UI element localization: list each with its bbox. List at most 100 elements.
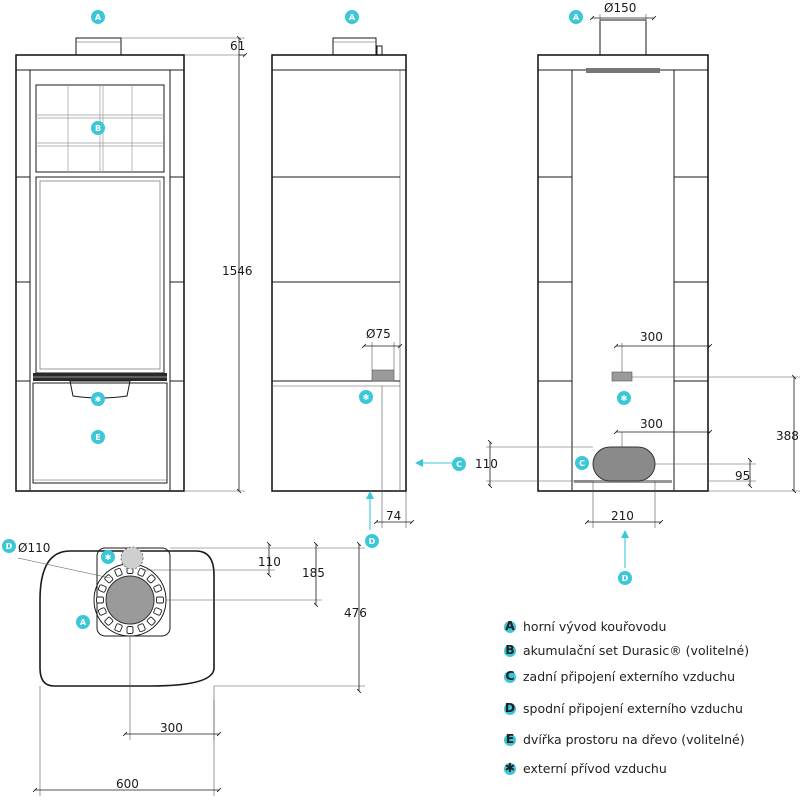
flue-ring-hole (153, 607, 163, 616)
dim-top-depth: 476 (344, 606, 367, 620)
flue-ring-hole (104, 574, 114, 584)
marker-a-side: A (345, 10, 359, 24)
svg-text:A: A (95, 13, 102, 22)
dim-total-height: 1546 (222, 264, 253, 278)
front-body-outline (15, 54, 185, 492)
rear-body-outline (537, 54, 709, 492)
dim-top-air-diameter: Ø110 (18, 541, 50, 555)
marker-star-rear: ✱ (617, 391, 631, 405)
front-flue-pipe (75, 37, 122, 56)
dim-rear-air-opening-bottom: 95 (735, 469, 750, 483)
dim-flue-center-offset: 185 (302, 566, 325, 580)
rear-air-inlet (611, 371, 633, 382)
svg-text:D: D (505, 700, 515, 715)
wood-store-door (32, 382, 168, 484)
dim-rear-air-offset-bottom: 300 (640, 417, 663, 431)
top-air-inlet (120, 546, 144, 570)
side-flue-pipe (332, 37, 377, 56)
top-body-outline (39, 550, 215, 687)
flue-ring-hole (137, 567, 146, 577)
dim-rear-air-opening-width: 210 (611, 509, 634, 523)
legend-text-d: spodní připojení externího vzduchu (523, 701, 743, 716)
air-arrows (366, 459, 629, 568)
svg-text:C: C (505, 668, 514, 683)
svg-text:C: C (579, 459, 585, 468)
svg-text:B: B (505, 642, 515, 657)
firebox-door (35, 176, 165, 374)
svg-text:A: A (80, 618, 87, 627)
flue-ring-hole (97, 584, 107, 593)
marker-c-rear: C (575, 456, 589, 470)
legend-text-star: externí přívod vzduchu (523, 761, 667, 776)
dim-rear-air-offset-top: 300 (640, 330, 663, 344)
dim-top-width: 600 (116, 777, 139, 791)
side-view: Ø75 74 (271, 37, 415, 528)
flue-ring-hole (104, 616, 114, 626)
legend-item-star: ✱ externí přívod vzduchu (504, 760, 667, 776)
dim-top-air-offset: 110 (258, 555, 281, 569)
svg-text:D: D (369, 537, 376, 546)
dim-rear-air-height: 388 (776, 429, 799, 443)
front-view: 61 1546 (15, 35, 253, 494)
dim-flue-center-x: 300 (160, 721, 183, 735)
marker-d-top: D (2, 539, 16, 553)
svg-text:✱: ✱ (105, 553, 112, 562)
flue-ring-hole (146, 574, 156, 584)
dim-rear-air-opening-height: 110 (475, 457, 498, 471)
marker-c-side: C (452, 457, 466, 471)
legend: A horní vývod kouřovodu B akumulační set… (504, 618, 749, 776)
flue-ring (93, 563, 167, 637)
marker-b: B (91, 121, 105, 135)
legend-text-e: dvířka prostoru na dřevo (volitelné) (523, 732, 745, 747)
legend-item-a: A horní vývod kouřovodu (504, 618, 666, 634)
svg-text:E: E (506, 731, 515, 746)
side-air-inlet (371, 369, 395, 382)
legend-item-e: E dvířka prostoru na dřevo (volitelné) (504, 731, 745, 747)
dim-side-air-diameter: Ø75 (366, 327, 391, 341)
rear-flue-pipe (599, 19, 647, 56)
svg-text:D: D (622, 574, 629, 583)
marker-a-rear: A (569, 10, 583, 24)
flue-ring-hole (146, 616, 156, 626)
marker-star-side: ✱ (359, 390, 373, 404)
flue-ring-hole (114, 567, 123, 577)
rear-view: Ø150 300 388 300 110 95 (475, 1, 800, 528)
legend-text-a: horní vývod kouřovodu (523, 619, 666, 634)
legend-text-c: zadní připojení externího vzduchu (523, 669, 735, 684)
svg-text:A: A (573, 13, 580, 22)
dim-flue-offset: 61 (230, 39, 245, 53)
top-view: Ø110 110 185 476 300 600 (17, 541, 367, 796)
svg-text:E: E (95, 433, 100, 442)
legend-text-b: akumulační set Durasic® (volitelné) (523, 643, 749, 658)
marker-d-rear: D (618, 571, 632, 585)
svg-text:✱: ✱ (95, 395, 102, 404)
flue-ring-hole (156, 596, 164, 604)
legend-item-b: B akumulační set Durasic® (volitelné) (504, 642, 749, 658)
flue-ring-hole (126, 626, 134, 634)
svg-text:C: C (456, 460, 462, 469)
svg-text:D: D (6, 542, 13, 551)
flue-ring-hole (114, 623, 123, 633)
svg-text:✱: ✱ (621, 394, 628, 403)
rear-top-vent (586, 68, 660, 73)
dim-flue-diameter: Ø150 (604, 1, 636, 15)
legend-item-c: C zadní připojení externího vzduchu (504, 668, 735, 684)
marker-d-side: D (365, 534, 379, 548)
svg-text:B: B (95, 124, 101, 133)
flue-ring-hole (96, 596, 104, 604)
rear-air-opening (592, 446, 656, 482)
flue-ring-hole (137, 623, 146, 633)
svg-text:A: A (349, 13, 356, 22)
marker-a-front: A (91, 10, 105, 24)
svg-text:✱: ✱ (363, 393, 370, 402)
svg-text:A: A (505, 618, 515, 633)
marker-star-top: ✱ (101, 550, 115, 564)
svg-text:✱: ✱ (505, 760, 515, 775)
marker-e: E (91, 430, 105, 444)
marker-a-top: A (76, 615, 90, 629)
flue-ring-holes (96, 566, 164, 634)
dim-side-air-depth: 74 (386, 509, 401, 523)
marker-star-front: ✱ (91, 392, 105, 406)
flue-ring-hole (153, 584, 163, 593)
